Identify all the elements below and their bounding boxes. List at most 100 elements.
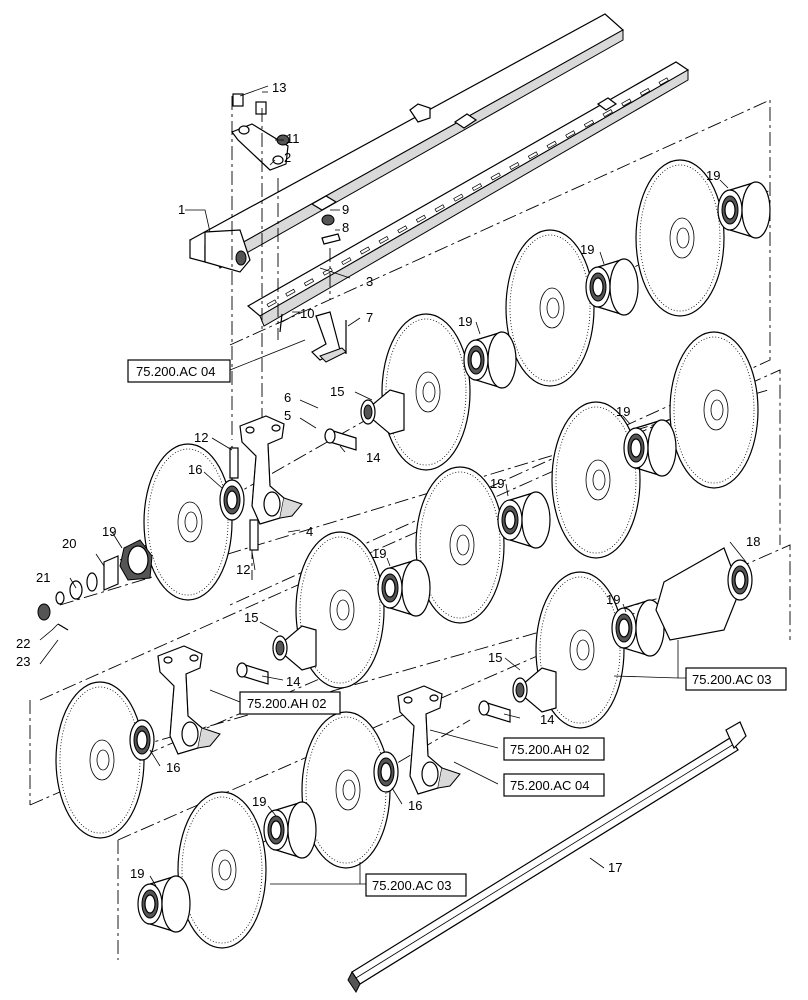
gang-shaft xyxy=(347,721,747,993)
callout-23: 22 xyxy=(16,636,30,651)
disc-blade xyxy=(669,331,759,489)
callout-22: 21 xyxy=(36,570,50,585)
callout-19: 19 xyxy=(606,592,620,607)
callout-9: 9 xyxy=(342,202,349,217)
callout-19: 19 xyxy=(458,314,472,329)
callout-5: 5 xyxy=(284,408,291,423)
callout-19: 19 xyxy=(252,794,266,809)
callout-12: 12 xyxy=(194,430,208,445)
frame-slot xyxy=(397,225,408,234)
reference-box[interactable]: 75.200.AC 04 xyxy=(503,773,605,797)
frame-slot xyxy=(565,130,576,139)
callout-19: 19 xyxy=(490,476,504,491)
seal-ring xyxy=(219,479,245,521)
reference-label: 75.200.AC 03 xyxy=(692,672,772,687)
bearing-cone xyxy=(360,389,405,435)
callout-15: 15 xyxy=(488,650,502,665)
callout-7: 7 xyxy=(366,310,373,325)
callout-16: 16 xyxy=(166,760,180,775)
frame-slot xyxy=(639,88,651,96)
spool-spacer xyxy=(463,331,517,389)
frame-slot xyxy=(658,77,669,86)
callout-18: 18 xyxy=(746,534,760,549)
callout-19: 19 xyxy=(580,242,594,257)
bearing-cone xyxy=(272,625,317,671)
bearing-hanger xyxy=(397,685,461,795)
bearing-cone xyxy=(512,667,557,713)
callout-10: 10 xyxy=(300,306,314,321)
top-bracket xyxy=(231,93,341,245)
reference-label: 75.200.AH 02 xyxy=(510,742,590,757)
disc-blade xyxy=(177,791,267,949)
frame-slot xyxy=(602,109,613,118)
seal-ring xyxy=(129,719,155,761)
sleeve xyxy=(236,662,269,685)
callout-2: 2 xyxy=(284,150,291,165)
frame-slot xyxy=(546,140,557,149)
frame-slot xyxy=(378,236,389,244)
reference-box[interactable]: 75.200.AH 02 xyxy=(503,737,605,761)
frame-slot xyxy=(285,288,296,297)
callout-14: 14 xyxy=(540,712,554,727)
scraper-plate xyxy=(655,547,741,641)
frame-slot xyxy=(471,183,483,192)
callout-21: 20 xyxy=(62,536,76,551)
callout-3: 3 xyxy=(366,274,373,289)
callout-19: 19 xyxy=(616,404,630,419)
callout-19: 19 xyxy=(130,866,144,881)
callout-15: 15 xyxy=(330,384,344,399)
reference-box[interactable]: 75.200.AC 03 xyxy=(685,667,787,691)
clamp-bracket xyxy=(279,311,347,363)
reference-box[interactable]: 75.200.AC 04 xyxy=(127,359,231,383)
callout-19: 19 xyxy=(706,168,720,183)
bearing-hanger xyxy=(239,415,303,525)
spool-spacer xyxy=(717,181,771,239)
reference-label: 75.200.AC 04 xyxy=(510,778,590,793)
seal-ring xyxy=(373,751,399,793)
spool-spacer xyxy=(377,559,431,617)
callout-13: 13 xyxy=(272,80,286,95)
frame-bar-3 xyxy=(246,61,690,327)
reference-box[interactable]: 75.200.AC 03 xyxy=(365,873,467,897)
callout-4: 4 xyxy=(306,524,313,539)
callout-11: 11 xyxy=(286,131,300,146)
callout-20: 19 xyxy=(102,524,116,539)
callout-14: 14 xyxy=(366,450,380,465)
frame-slot xyxy=(266,299,277,308)
frame-slot xyxy=(303,278,315,287)
frame-slot xyxy=(434,204,445,213)
disc-blade xyxy=(301,711,391,869)
disc-blade xyxy=(551,401,641,559)
callout-16: 16 xyxy=(408,798,422,813)
leader-lines xyxy=(39,85,747,887)
seal-ring xyxy=(727,559,753,601)
callout-14: 14 xyxy=(286,674,300,689)
frame-slot xyxy=(415,214,427,223)
frame-slot xyxy=(583,119,595,128)
end-hardware xyxy=(37,539,153,631)
callout-19: 19 xyxy=(372,546,386,561)
callout-1: 1 xyxy=(178,202,185,217)
reference-box[interactable]: 75.200.AH 02 xyxy=(239,691,341,715)
callouts: 1 2 3 4 5 6 7 8 9 10 11 12 12 13 14 14 1… xyxy=(16,80,760,881)
frame-tube-1 xyxy=(188,13,625,273)
frame-slot xyxy=(509,162,520,170)
spool-spacer xyxy=(137,875,191,933)
callout-8: 8 xyxy=(342,220,349,235)
reference-label: 75.200.AC 03 xyxy=(372,878,452,893)
frame-slot xyxy=(359,246,371,255)
spool-spacer xyxy=(497,491,551,549)
frame-slot xyxy=(527,151,539,160)
frame-slot xyxy=(453,193,464,202)
callout-15: 15 xyxy=(244,610,258,625)
callout-24: 23 xyxy=(16,654,30,669)
callout-16: 16 xyxy=(188,462,202,477)
frame-slot xyxy=(621,98,632,107)
reference-label: 75.200.AC 04 xyxy=(136,364,216,379)
frame-slot xyxy=(341,257,352,266)
callout-6: 6 xyxy=(284,390,291,405)
reference-label: 75.200.AH 02 xyxy=(247,696,327,711)
disc-blade xyxy=(55,681,145,839)
